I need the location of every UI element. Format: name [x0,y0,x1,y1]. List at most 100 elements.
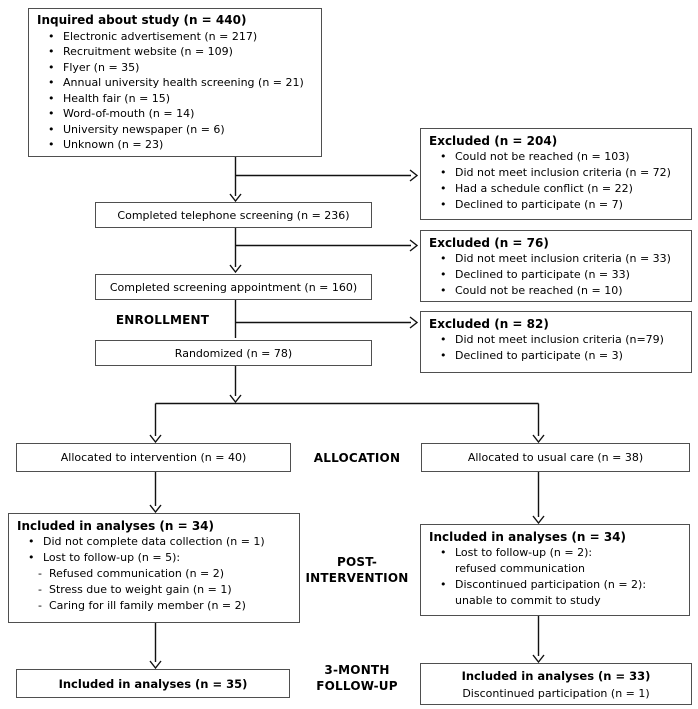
bullet-icon: • [28,535,35,548]
list-item-text: Declined to participate (n = 3) [455,349,623,362]
list-item: •Health fair (n = 15) [37,91,315,107]
list-item-text: Could not be reached (n = 10) [455,284,623,297]
bullet-icon: • [48,29,55,43]
list-item: • Could not be reached (n = 103) [429,149,685,165]
box-final-right-subtitle: Discontinued participation (n = 1) [462,686,650,700]
list-item: • Word-of-mouth (n = 14) [37,106,315,122]
box-excluded-2-title: Excluded (n = 76) [429,236,549,250]
arrow-telephone-to-screening [229,228,242,274]
bullet-icon: • [440,252,447,265]
box-excluded-1-title: Excluded (n = 204) [429,134,558,148]
bullet-icon: • [48,76,55,89]
bullet-icon: • [48,122,55,136]
bullet-icon: • [28,551,35,564]
bullet-icon: • [440,268,447,281]
list-item: • Lost to follow-up (n = 5): [17,550,293,566]
arrow-intervention-to-post [149,471,162,514]
box-allocated-usual-care-label: Allocated to usual care (n = 38) [467,451,644,464]
box-final-left-title: Included in analyses (n = 35) [58,676,248,691]
stage-label-followup-line2: FOLLOW-UP [316,679,398,693]
list-item: •Had a schedule conflict (n = 22) [429,181,685,197]
list-item: • Did not complete data collection (n = 1… [17,534,293,550]
box-final-right-title: Included in analyses (n = 33) [461,668,651,683]
list-item: • Did not meet inclusion criteria (n = 33… [429,251,685,267]
box-post-intervention-left: Included in analyses (n = 34) • Did not c… [8,513,300,623]
sub-list-item-text: Refused communication (n = 2) [49,567,225,580]
box-excluded-1: Excluded (n = 204) • Could not be reached… [420,128,692,220]
box-randomized-label: Randomized (n = 78) [174,346,293,360]
dash-icon: - [38,599,42,612]
list-item: • Electronic advertisement (n = 217) [37,29,315,45]
bullet-icon: • [440,578,447,591]
list-item-text: Declined to participate (n = 7) [455,198,623,211]
list-item-text: Unknown (n = 23) [63,138,164,151]
arrow-usual-care-to-post [532,471,545,525]
list-item-text: Discontinued participation (n = 2): [455,578,647,591]
stage-label-allocation: ALLOCATION [313,451,401,465]
box-allocated-intervention-label: Allocated to intervention (n = 40) [60,451,247,464]
box-post-left-title: Included in analyses (n = 34) [17,519,215,533]
bullet-icon: • [440,349,447,362]
box-randomized: Randomized (n = 78) [95,340,372,366]
box-allocated-intervention: Allocated to intervention (n = 40) [16,443,291,472]
list-item: • Flyer (n = 35) [37,60,315,76]
list-item-text: Electronic advertisement (n = 217) [63,29,258,43]
list-item-text: Did not meet inclusion criteria (n = 33) [455,252,671,265]
box-excluded-3: Excluded (n = 82) •Did not meet inclusio… [420,311,692,373]
stage-label-post-line2: INTERVENTION [305,571,409,585]
list-item-text: Lost to follow-up (n = 2): [455,546,593,559]
bullet-icon: • [48,60,55,74]
box-excluded-2: Excluded (n = 76) • Did not meet inclusio… [420,230,692,302]
arrow-branch-excluded-1 [235,169,419,182]
list-item-text: Did not meet inclusion criteria (n = 72) [455,166,671,179]
list-item-text: University newspaper (n = 6) [63,122,225,136]
stage-label-followup-line1: 3-MONTH [324,663,390,677]
box-excluded-3-title: Excluded (n = 82) [429,317,549,331]
box-allocated-usual-care: Allocated to usual care (n = 38) [421,443,690,472]
arrow-split-to-intervention [149,403,162,444]
bullet-icon: • [440,333,447,346]
bullet-icon: • [48,138,55,151]
box-post-right-title: Included in analyses (n = 34) [429,530,627,544]
bullet-icon: • [440,150,447,163]
box-final-right: Included in analyses (n = 33) Discontinu… [420,663,692,705]
sub-list-item-text: Stress due to weight gain (n = 1) [49,583,232,596]
list-item-text: Recruitment website (n = 109) [63,45,233,58]
list-item-text: Annual university health screening (n = … [63,76,304,89]
box-screening-appointment-label: Completed screening appointment (n = 160… [109,280,358,294]
list-item-text: Did not complete data collection (n = 1) [43,535,265,548]
arrow-inquired-to-telephone [229,157,242,203]
list-item-text: Lost to follow-up (n = 5): [43,551,181,564]
list-item-continuation: unable to commit to study [455,594,601,607]
list-item-text: Word-of-mouth (n = 14) [63,107,195,120]
list-item-continuation: refused communication [455,562,585,575]
stage-label-followup: 3-MONTH FOLLOW-UP [300,662,414,694]
list-item-text: Health fair (n = 15) [63,91,171,105]
arrow-randomized-to-split [229,366,242,404]
list-item: •Declined to participate (n = 33) [429,267,685,283]
box-inquired: Inquired about study (n = 440) •Electron… [28,8,322,157]
list-item-text: Flyer (n = 35) [63,60,140,74]
list-item: • Recruitment website (n = 109) [37,44,315,60]
bullet-icon: • [48,107,55,120]
list-item: • Discontinued participation (n = 2): [429,577,683,593]
arrow-split-to-usual-care [532,403,545,444]
list-item: • Declined to participate (n = 3) [429,348,685,364]
arrow-branch-excluded-2 [235,239,419,252]
bullet-icon: • [440,546,447,559]
dash-icon: - [38,567,42,580]
box-telephone-screening-label: Completed telephone screening (n = 236) [117,208,350,222]
bullet-icon: • [440,198,447,211]
list-item: •Did not meet inclusion criteria (n=79) [429,332,685,348]
stage-label-post-intervention: POST- INTERVENTION [300,554,414,586]
sub-list-item: -Caring for ill family member (n = 2) [38,598,293,614]
list-item-text: Had a schedule conflict (n = 22) [455,182,633,195]
arrow-post-left-to-final [149,623,162,670]
bullet-icon: • [48,45,55,58]
list-item: • Unknown (n = 23) [37,137,315,153]
sub-list-item: -Stress due to weight gain (n = 1) [38,582,293,598]
list-item-text: Could not be reached (n = 103) [455,150,630,163]
stage-label-enrollment: ENROLLMENT [115,313,210,327]
